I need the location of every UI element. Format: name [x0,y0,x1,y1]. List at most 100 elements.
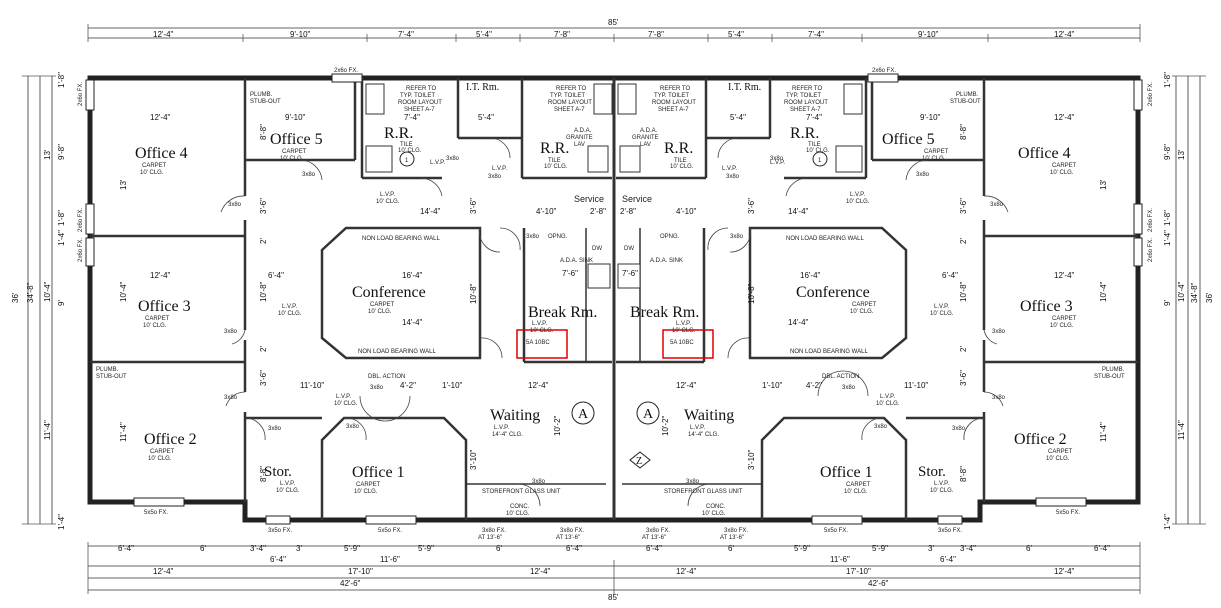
dim-int: 4'-10" [676,207,697,216]
dim-bottom3: 42'-6" [340,579,361,588]
ada: LAV [640,142,651,148]
finish: 10' CLG. [1046,456,1070,462]
finish: 10' CLG. [148,456,172,462]
dim-int: 12'-4" [1054,113,1075,122]
conc: 10' CLG. [506,511,530,517]
dim-int: 11'-10" [300,381,324,390]
door: 3x8o [532,479,546,485]
door: 3x8o [952,426,966,432]
conc: CONC. [510,504,530,510]
finish: TILE [808,142,821,148]
finish: 10' CLG. [930,488,954,494]
refer: ROOM LAYOUT [784,100,828,106]
finish: 10' CLG. [806,148,830,154]
window-label: AT 13'-6" [642,535,666,541]
refer: TYP. TOILET [786,93,821,99]
dim-v: 2' [959,238,968,244]
finish: L.V.P. [492,166,507,172]
dim-v: 3'-6" [747,198,756,214]
refer: TYP. TOILET [550,93,585,99]
room-break-right: Break Rm. [630,304,699,321]
dim-bottom: 3' [928,544,934,553]
dim-top: 12'-4" [153,30,174,39]
door: 3x8o [224,395,238,401]
dim-bottom: 6'-4" [1094,544,1110,553]
extinguisher: 5A 10BC [670,340,694,346]
dim-int: 6'-4" [268,271,284,280]
room-office1-right: Office 1 [820,464,873,481]
dim-bottom: 6'-4" [566,544,582,553]
dim-int: 14'-4" [788,318,809,327]
window-label: AT 13'-6" [556,535,580,541]
dim-v: 8'-8" [959,466,968,482]
finish: CARPET [356,482,381,488]
non-load: NON LOAD BEARING WALL [358,349,436,355]
door: 3x8o [874,424,888,430]
interior-walls [90,78,1138,520]
plumb: STUB-OUT [250,99,281,105]
door: 3x8o [770,156,784,162]
door: 3x8o [990,202,1004,208]
window-label: 3x5o FX. [268,528,292,534]
opng: OPNG. [548,234,568,240]
door: 3x8o [224,329,238,335]
window-label: 2x6o FX. [334,68,358,74]
dim-side-right: 9'-8" [1163,144,1172,160]
marker-z: Z [636,456,642,467]
dim-bottom-mid: 11'-6" [830,555,850,564]
dim-bottom-mid: 6'-4" [270,555,286,564]
conc: 10' CLG. [702,511,726,517]
dim-side-right: 13' [1177,149,1186,160]
dim-bottom-mid: 11'-6" [380,555,400,564]
refer: REFER TO [660,86,690,92]
window-label: AT 13'-6" [720,535,744,541]
door: 3x8o [370,385,384,391]
finish: 10' CLG. [530,328,554,334]
finish: 10' CLG. [544,164,568,170]
door: 3x8o [992,395,1006,401]
dim-top: 7'-4" [808,30,824,39]
dim-v: 10'-2" [553,415,562,436]
finish: L.V.P. [880,394,895,400]
dim-v: 2' [259,238,268,244]
dim-top: 7'-8" [554,30,570,39]
window-label: 5x5o FX. [824,528,848,534]
finish: CARPET [150,449,175,455]
dim-int: 12'-4" [528,381,549,390]
window-label: 3x8o FX. [724,528,748,534]
window-label: 5x5o FX. [1056,510,1080,516]
door: 3x8o [916,172,930,178]
dim-v: 8'-8" [259,124,268,140]
dim-int: 12'-4" [1054,271,1075,280]
finish: CARPET [924,149,949,155]
door: 3x8o [686,479,700,485]
finish: 10' CLG. [672,328,696,334]
finish: 10' CLG. [276,488,300,494]
room-it-right: I.T. Rm. [728,82,761,93]
dim-top: 9'-10" [290,30,311,39]
dim-v: 13' [119,179,128,190]
dim-bottom2: 12'-4" [1054,567,1075,576]
room-office2-left: Office 2 [144,431,197,448]
door: 3x8o [992,329,1006,335]
dim-int: 12'-4" [150,271,171,280]
room-service-right: Service [622,194,652,204]
dim-int: 2'-8" [620,207,636,216]
dim-v: 10'-8" [469,283,478,304]
overall-bottom: 85' [608,593,619,602]
dim-int: 16'-4" [402,271,423,280]
windows [85,73,1143,525]
dim-int: 7'-4" [404,113,420,122]
window-label: 2x6o FX. [1148,238,1154,262]
side-dimensions: 1'-8" 9'-8" 1'-8" 1'-4" 10'-4" 1'-4" 13'… [43,72,1186,530]
room-office3-right: Office 3 [1020,298,1073,315]
dim-v: 3'-6" [959,198,968,214]
ada: GRANITE [566,135,593,141]
dim-bottom: 6' [1026,544,1032,553]
door: 3x8o [726,174,740,180]
window-label: 5x5o FX. [144,510,168,516]
finish: L.V.P. [380,192,395,198]
dim-int: 5'-4" [478,113,494,122]
dim-int: 9'-10" [920,113,941,122]
finish: TILE [674,158,687,164]
